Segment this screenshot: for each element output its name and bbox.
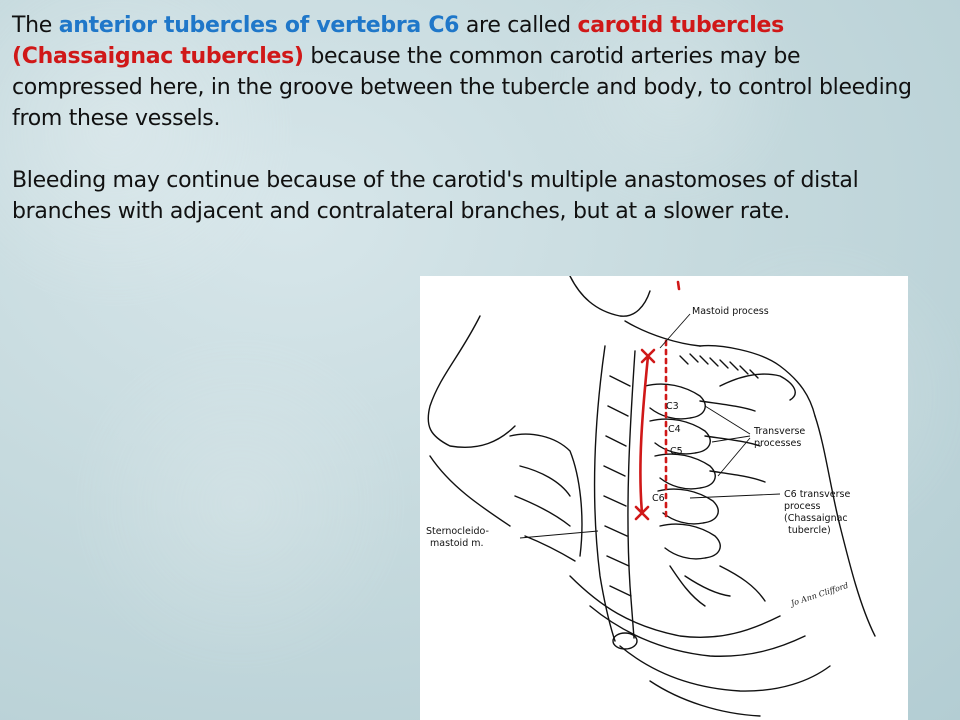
anatomy-outline (427, 276, 876, 717)
artist-signature: Jo Ann Clifford (788, 581, 850, 609)
neck-anatomy-figure: Mastoid process C3 C4 C5 C6 Transverse p… (420, 276, 908, 720)
label-c6: C6 (652, 493, 665, 504)
p1-text-2: are called (459, 13, 578, 38)
p2-text: Bleeding may continue because of the car… (12, 168, 859, 224)
carotid-x-bottom (634, 505, 650, 521)
carotid-line (639, 354, 650, 515)
label-scm-1: Sternocleido- (426, 526, 489, 537)
label-scm-2: mastoid m. (430, 538, 484, 549)
p1-text-3: because the common carotid arteries may … (12, 44, 912, 131)
label-c4: C4 (668, 424, 681, 435)
neck-anatomy-drawing: Mastoid process C3 C4 C5 C6 Transverse p… (426, 276, 876, 717)
carotid-x-top (640, 348, 656, 364)
p1-text-1: The (12, 13, 59, 38)
term-carotid-tubercles: carotid tubercles (Chassaignac tubercles… (12, 13, 784, 69)
text-block: The anterior tubercles of vertebra C6 ar… (12, 10, 912, 227)
carotid-tick (676, 280, 681, 291)
label-c6-tp-4: tubercle) (788, 525, 831, 536)
carotid-highlight (634, 280, 681, 523)
label-c3: C3 (666, 401, 679, 412)
label-c5: C5 (670, 446, 683, 457)
term-anterior-tubercles: anterior tubercles of vertebra C6 (58, 13, 460, 38)
paragraph-1: The anterior tubercles of vertebra C6 ar… (12, 10, 912, 134)
label-transverse-1: Transverse (753, 426, 805, 437)
label-mastoid-process: Mastoid process (692, 306, 769, 317)
label-c6-tp-1: C6 transverse (784, 489, 850, 500)
paragraph-2: Bleeding may continue because of the car… (12, 165, 912, 227)
label-c6-tp-3: (Chassaignac (784, 513, 848, 524)
label-transverse-2: processes (754, 438, 801, 449)
leader-lines (519, 313, 781, 539)
label-c6-tp-2: process (784, 501, 821, 512)
